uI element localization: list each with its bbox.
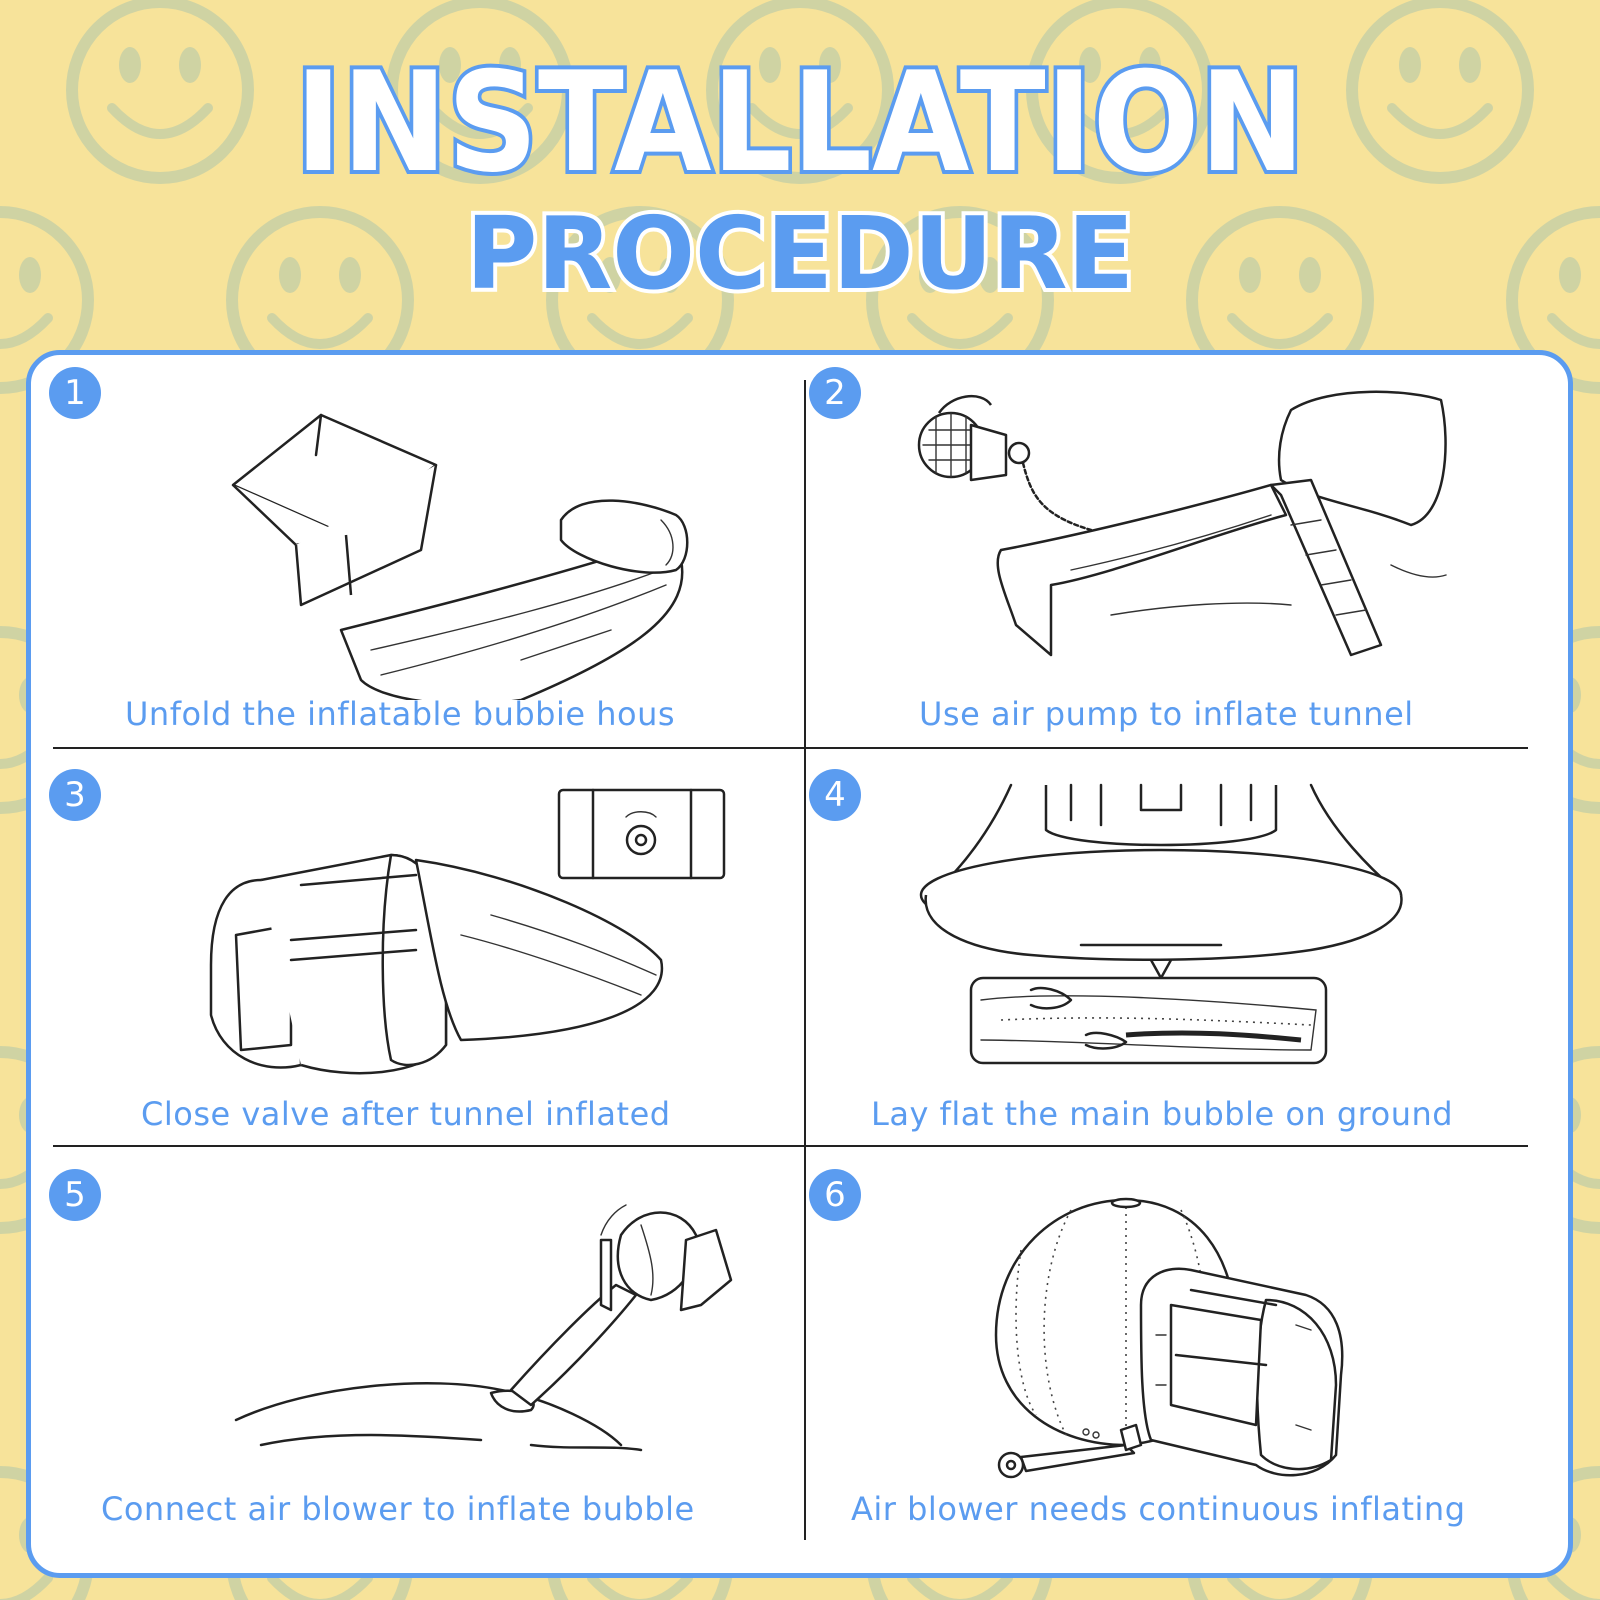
title-line-1: INSTALLATION bbox=[295, 42, 1305, 203]
title-graphic: INSTALLATION PROCEDURE bbox=[291, 38, 1309, 316]
smiley-face-icon bbox=[386, 0, 574, 184]
grid-divider-row-1 bbox=[53, 747, 1528, 749]
step-4-caption: Lay flat the main bubble on ground bbox=[871, 1095, 1454, 1133]
step-1-badge: 1 bbox=[49, 367, 101, 419]
step-2-caption: Use air pump to inflate tunnel bbox=[919, 695, 1414, 733]
step-4-badge: 4 bbox=[809, 769, 861, 821]
step-3-badge: 3 bbox=[49, 769, 101, 821]
step-6-caption: Air blower needs continuous inflating bbox=[851, 1490, 1466, 1528]
step-3-caption: Close valve after tunnel inflated bbox=[141, 1095, 671, 1133]
grid-divider-vertical bbox=[804, 380, 806, 1540]
title-line-2: PROCEDURE bbox=[466, 195, 1134, 312]
smiley-face-icon bbox=[1026, 0, 1214, 184]
step-6-badge: 6 bbox=[809, 1169, 861, 1221]
grid-divider-row-2 bbox=[53, 1145, 1528, 1147]
instruction-panel: 1 Unfold the inflatable bubbie hous 2 Us… bbox=[26, 350, 1573, 1578]
smiley-face-icon bbox=[66, 0, 254, 184]
box-and-rolled-bubble-illustration bbox=[231, 413, 689, 700]
smiley-face-icon bbox=[0, 206, 94, 394]
step-2-badge: 2 bbox=[809, 367, 861, 419]
step-1-caption: Unfold the inflatable bubbie hous bbox=[125, 695, 676, 733]
step-5-badge: 5 bbox=[49, 1169, 101, 1221]
smiley-face-icon bbox=[1346, 0, 1534, 184]
title-area: INSTALLATION PROCEDURE bbox=[0, 0, 1600, 330]
step-5-caption: Connect air blower to inflate bubble bbox=[101, 1490, 695, 1528]
smiley-face-icon bbox=[1506, 206, 1600, 394]
smiley-face-icon bbox=[706, 0, 894, 184]
inflated-bubble-house-illustration bbox=[994, 1197, 1344, 1479]
smiley-face-icon bbox=[226, 206, 414, 394]
air-pump-inflating-tunnel-illustration bbox=[917, 390, 1447, 657]
bubble-laid-flat-illustration bbox=[919, 783, 1403, 1065]
inflated-tunnel-with-valve-illustration bbox=[209, 788, 726, 1075]
blower-connected-to-bubble-illustration bbox=[234, 1204, 733, 1452]
